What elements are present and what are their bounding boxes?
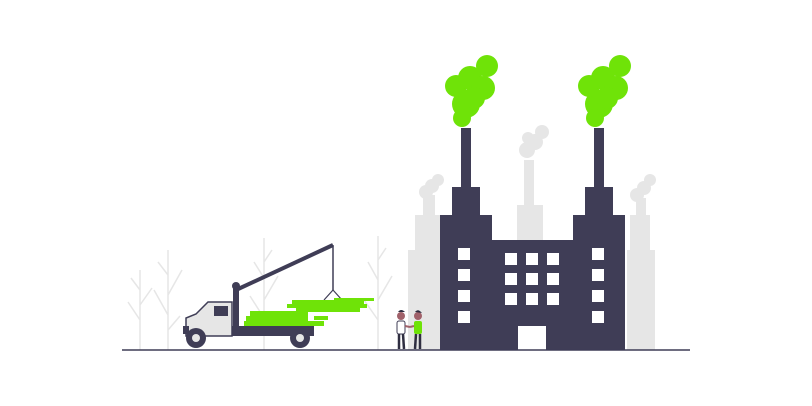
factory-windows-right [592,248,604,323]
bare-trees [127,236,393,350]
truck-wheel [186,328,206,348]
tree-icon [363,236,393,350]
smoke-icon [445,55,498,127]
crane-truck-icon [183,243,343,348]
factory-icon [440,128,625,350]
background-factory-center [517,125,549,240]
person-icon [409,310,422,350]
truck-wheel [290,328,310,348]
factory-door [518,326,546,350]
lumber-icon [287,298,374,312]
tree-icon [249,238,279,350]
person-icon [396,310,411,350]
background-factory-left [408,174,444,350]
smoke-icon [578,55,631,127]
factory-windows-middle [505,253,559,305]
lumber-icon [244,311,328,326]
smoke-icon [519,125,549,158]
background-factory-right [627,174,656,350]
smoke-icon [419,174,444,199]
smoke-icon [630,174,656,202]
tree-icon [127,270,153,350]
factory-windows-left [458,248,470,323]
tree-icon [153,250,183,350]
